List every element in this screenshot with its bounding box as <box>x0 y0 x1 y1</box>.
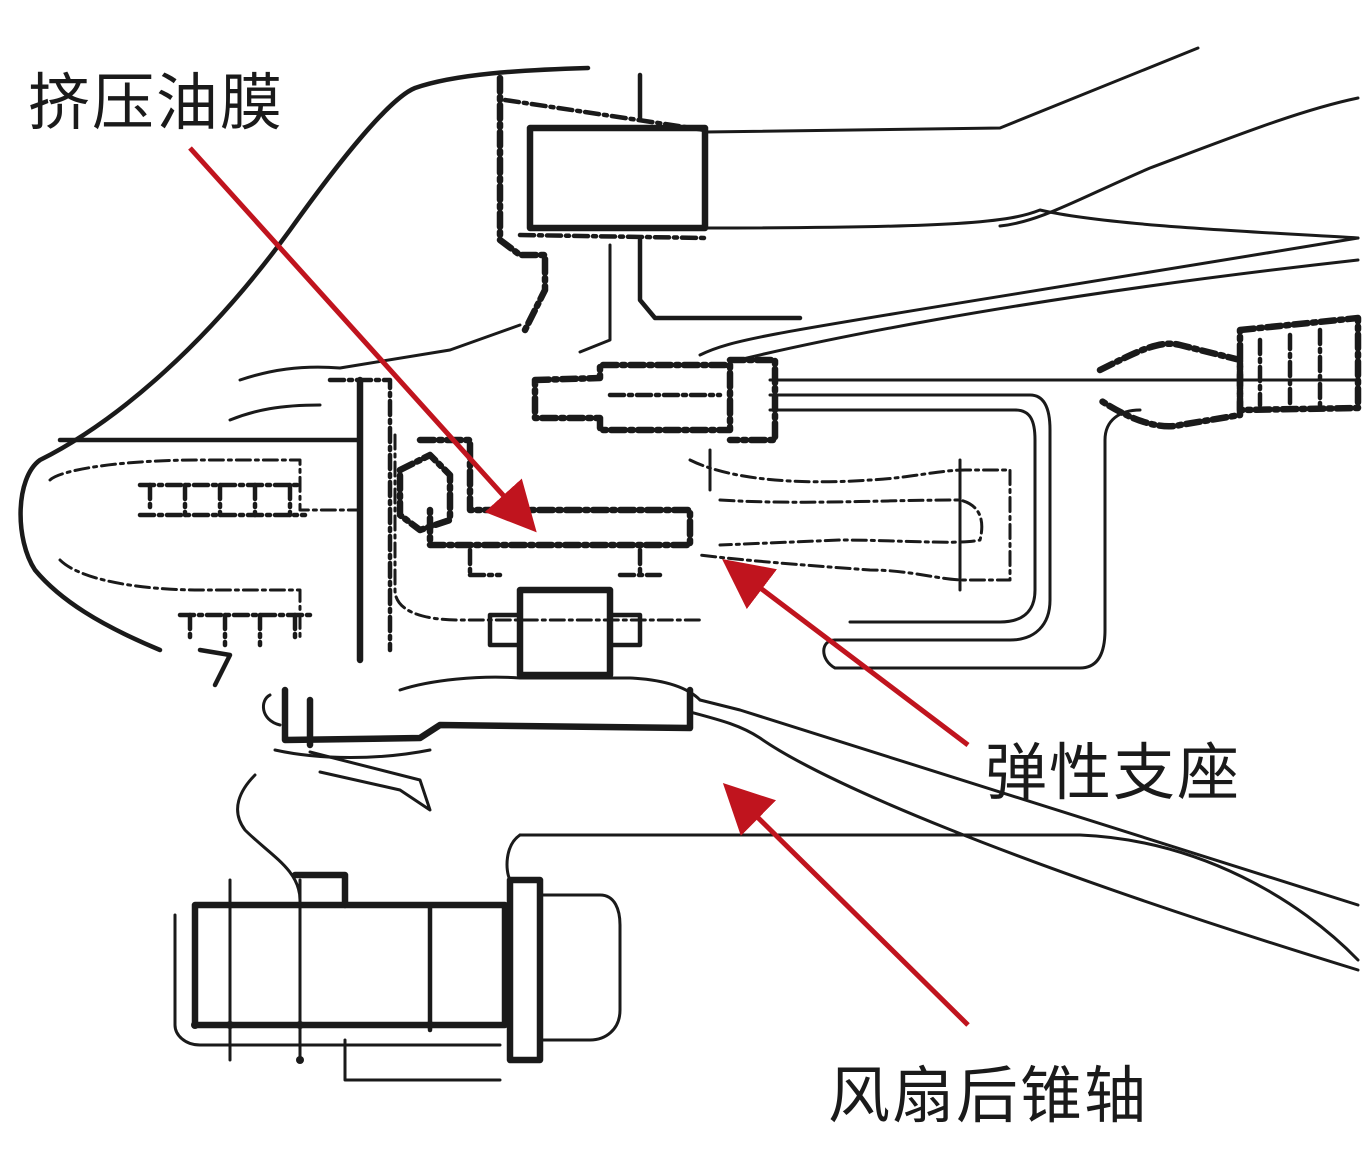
arrow-squeeze-film <box>188 146 537 533</box>
frame-struts <box>698 236 1360 670</box>
squeeze-film-damper <box>327 376 702 664</box>
lower-coupling <box>173 833 1360 1082</box>
bearing-pedestal <box>398 586 702 702</box>
label-fan-rear-cone-shaft: 风扇后锥轴 <box>828 1059 1149 1132</box>
outer-casing <box>18 46 1360 653</box>
fan-rear-cone-shaft <box>236 686 1360 972</box>
gear-seal-assembly <box>48 323 522 688</box>
callout-arrows <box>188 146 970 1027</box>
arrow-fan-rear-cone-shaft <box>722 782 970 1027</box>
label-elastic-support: 弹性支座 <box>985 736 1242 809</box>
elastic-support <box>688 448 1012 592</box>
upper-flange <box>496 72 803 354</box>
tie-rod <box>531 314 1362 444</box>
arrow-elastic-support <box>722 558 970 747</box>
label-squeeze-film: 挤压油膜 <box>28 66 285 139</box>
